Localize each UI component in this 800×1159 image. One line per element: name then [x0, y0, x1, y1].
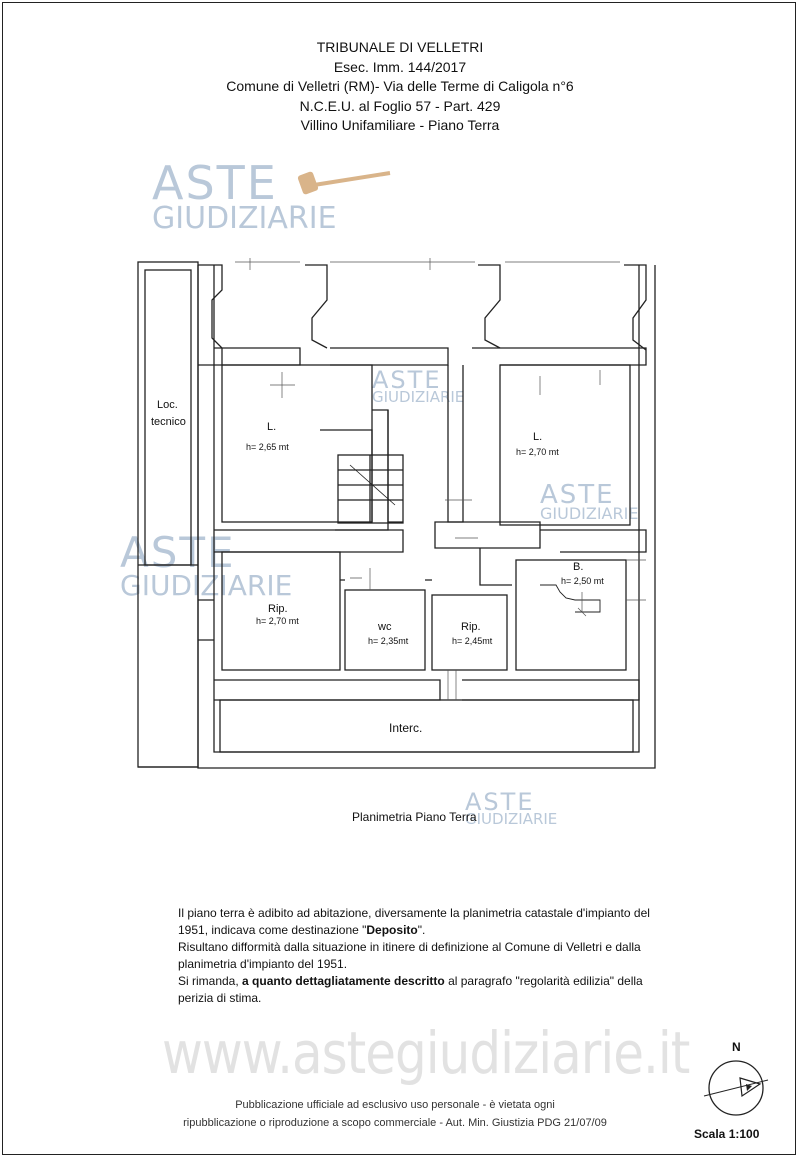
- cadastral-reference: N.C.E.U. al Foglio 57 - Part. 429: [299, 97, 501, 114]
- north-label: N: [732, 1040, 741, 1054]
- note-paragraph-3: Si rimanda, a quanto dettagliatamente de…: [178, 974, 643, 1005]
- property-address: Comune di Velletri (RM)- Via delle Terme…: [226, 78, 574, 94]
- room-height-wc: h= 2,35mt: [368, 636, 409, 646]
- room-label-tecnico: tecnico: [151, 416, 186, 428]
- room-label-interc: Interc.: [389, 721, 422, 735]
- room-label-bath: B.: [573, 561, 583, 573]
- plan-caption: Planimetria Piano Terra: [352, 810, 477, 824]
- site-watermark-url: www.astegiudiziarie.it: [162, 1020, 690, 1087]
- room-height-bath: h= 2,50 mt: [561, 576, 604, 586]
- court-name: TRIBUNALE DI VELLETRI: [316, 39, 484, 55]
- room-height-rip-mid: h= 2,45mt: [452, 636, 493, 646]
- scale-label: Scala 1:100: [694, 1127, 760, 1141]
- walls: [137, 261, 656, 769]
- room-height-rip-left: h= 2,70 mt: [256, 616, 299, 626]
- north-compass-icon: [703, 1060, 769, 1116]
- floor-plan: Loc. tecnico L. h= 2,65 mt L. h= 2,70 mt…: [137, 258, 656, 769]
- note-paragraph-2: Risultano difformità dalla situazione in…: [178, 940, 641, 971]
- room-label-rip-mid: Rip.: [461, 621, 481, 633]
- room-label-wc: wc: [377, 621, 392, 633]
- room-label-rip-left: Rip.: [268, 603, 288, 615]
- footer-disclaimer: Pubblicazione ufficiale ad esclusivo uso…: [183, 1099, 607, 1129]
- case-number: Esec. Imm. 144/2017: [333, 58, 467, 75]
- room-label-living-left: L.: [267, 421, 276, 433]
- room-height-living-right: h= 2,70 mt: [516, 447, 559, 457]
- note-paragraph-1: Il piano terra è adibito ad abitazione, …: [178, 906, 650, 937]
- room-label-living-right: L.: [533, 431, 542, 443]
- document-header: TRIBUNALE DI VELLETRI Esec. Imm. 144/201…: [0, 38, 800, 136]
- room-height-living-left: h= 2,65 mt: [246, 442, 289, 452]
- window-marks: [235, 258, 646, 700]
- gavel-icon: [297, 171, 391, 195]
- property-type: Villino Unifamiliare - Piano Terra: [300, 117, 500, 133]
- description-note: Il piano terra è adibito ad abitazione, …: [178, 905, 668, 1007]
- room-label-loc: Loc.: [157, 399, 178, 411]
